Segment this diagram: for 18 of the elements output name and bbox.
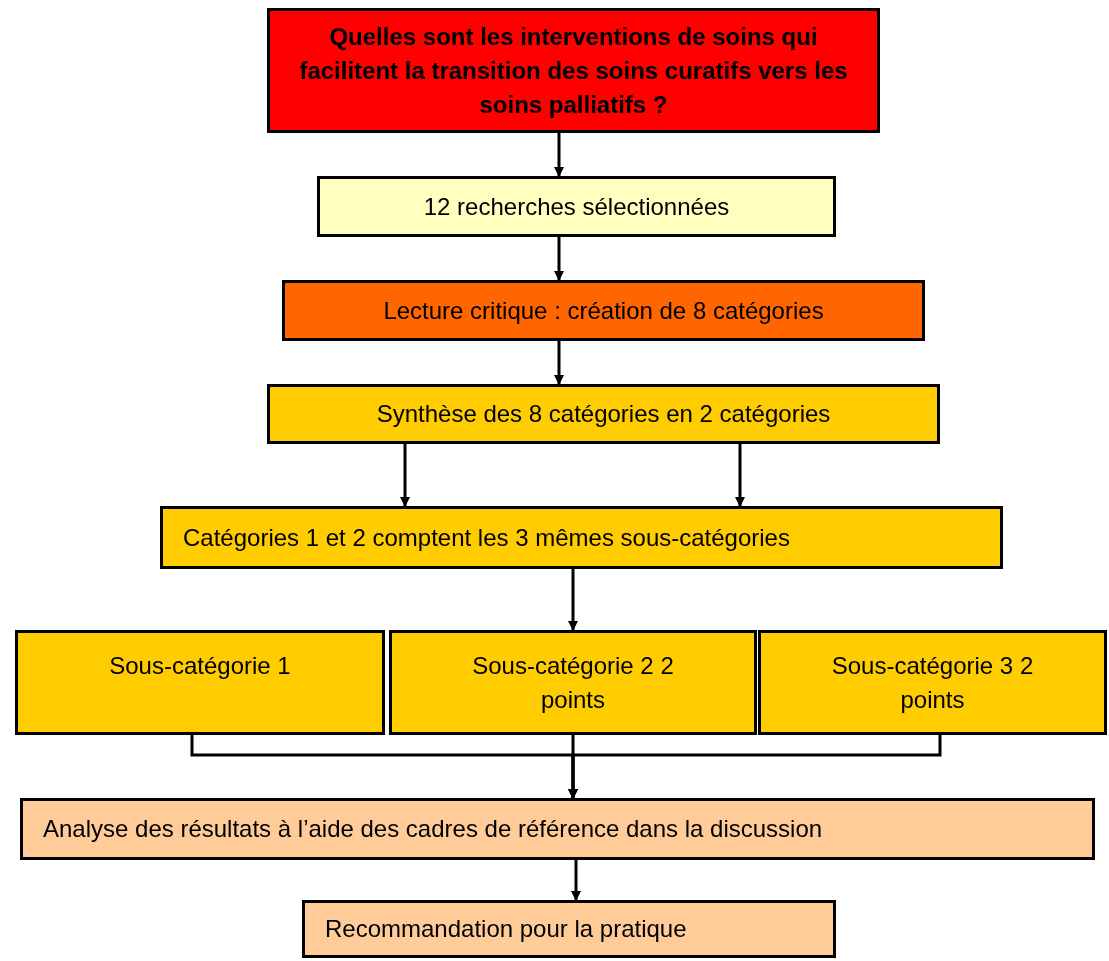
arrow bbox=[571, 860, 581, 901]
process-box: Quelles sont les interventions de soins qui facilitent la transition des soins curatifs vers les soins palliatifs ? bbox=[267, 8, 880, 133]
process-box: Sous-catégorie 3 2 points bbox=[758, 630, 1107, 735]
arrow bbox=[554, 133, 564, 177]
arrow bbox=[568, 735, 942, 799]
arrow bbox=[735, 444, 745, 507]
process-box: Analyse des résultats à l’aide des cadres de référence dans la discussion bbox=[20, 798, 1095, 860]
process-box: Sous-catégorie 2 2 points bbox=[389, 630, 757, 735]
arrow bbox=[568, 569, 578, 631]
process-box: 12 recherches sélectionnées bbox=[317, 176, 836, 237]
process-box: Sous-catégorie 1 bbox=[15, 630, 385, 735]
process-box: Synthèse des 8 catégories en 2 catégories bbox=[267, 384, 940, 444]
arrow bbox=[554, 237, 564, 281]
arrow bbox=[400, 444, 410, 507]
arrow bbox=[554, 341, 564, 385]
process-box: Catégories 1 et 2 comptent les 3 mêmes sous-catégories bbox=[160, 506, 1003, 569]
process-box: Recommandation pour la pratique bbox=[302, 900, 836, 958]
process-box: Lecture critique : création de 8 catégories bbox=[282, 280, 925, 341]
